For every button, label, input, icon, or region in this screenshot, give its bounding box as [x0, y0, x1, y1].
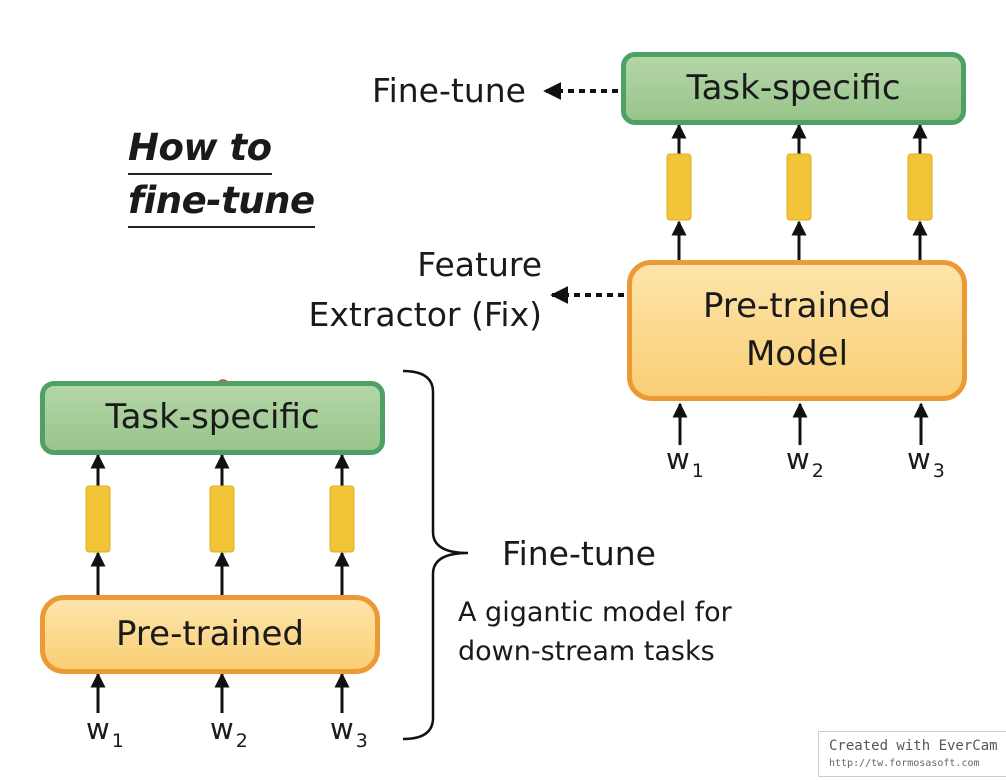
upper-task-specific-box: Task-specific [621, 52, 966, 125]
upper-input-arrows [671, 123, 929, 445]
lower-finetune-label: Fine-tune [502, 534, 656, 573]
upper-finetune-label: Fine-tune [372, 71, 526, 110]
lower-task-specific-label: Task-specific [105, 397, 320, 438]
lower-pretrained-box: Pre-trained [40, 595, 380, 674]
lower-input-arrows [90, 453, 350, 713]
feature-extractor-label: Feature Extractor (Fix) [308, 245, 542, 334]
evercam-watermark: Created with EverCam http://tw.formosaso… [818, 731, 1006, 777]
dashed-arrows [543, 82, 624, 304]
lower-pretrained-label: Pre-trained [116, 613, 304, 654]
title-line-2: fine-tune [128, 176, 315, 228]
slide-title: How to fine-tune [128, 120, 315, 228]
lower-task-specific-box: Task-specific [40, 381, 385, 455]
lower-vectors [85, 485, 355, 553]
watermark-line-1: Created with EverCam [829, 738, 998, 754]
upper-vectors [666, 153, 933, 221]
upper-pretrained-model-box: Pre-trained Model [627, 260, 967, 401]
upper-task-specific-label: Task-specific [686, 67, 901, 108]
upper-pretrained-model-label: Pre-trained Model [703, 285, 891, 374]
title-line-1: How to [128, 123, 272, 175]
watermark-line-2: http://tw.formosasoft.com [829, 758, 980, 769]
curly-brace [402, 369, 469, 741]
gigantic-model-description: A gigantic model for down-stream tasks [458, 597, 732, 667]
